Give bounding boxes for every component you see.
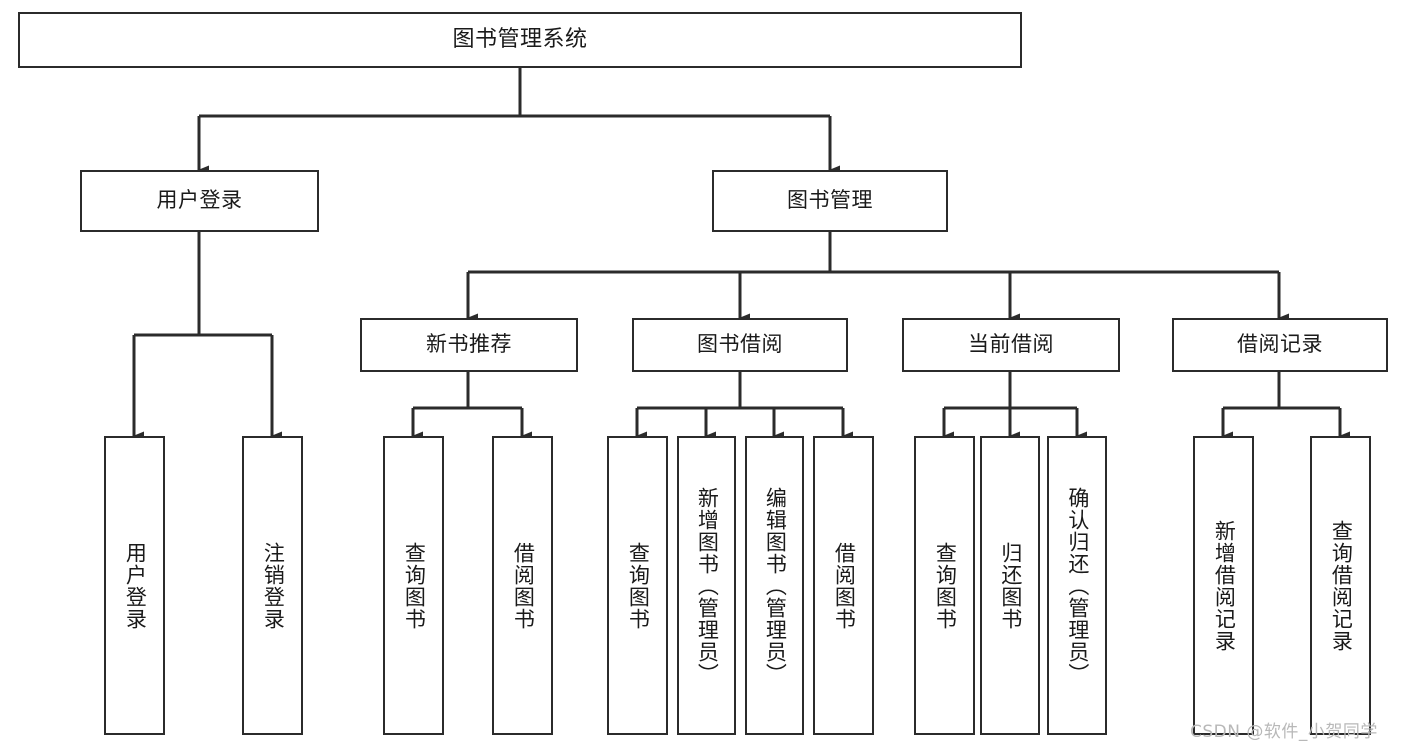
leaf-user-login-login[interactable]: 用户登录 bbox=[104, 436, 165, 735]
leaf-current-borrow-query-book[interactable]: 查询图书 bbox=[914, 436, 975, 735]
node-book-management-label: 图书管理 bbox=[787, 188, 873, 213]
node-book-borrow-label: 图书借阅 bbox=[697, 332, 783, 357]
node-user-login[interactable]: 用户登录 bbox=[80, 170, 319, 232]
node-new-book-recommend-label: 新书推荐 bbox=[426, 332, 512, 357]
leaf-new-book-query-book[interactable]: 查询图书 bbox=[383, 436, 444, 735]
leaf-label: 查询图书 bbox=[933, 541, 958, 630]
leaf-borrow-record-add-record[interactable]: 新增借阅记录 bbox=[1193, 436, 1254, 735]
node-borrow-record[interactable]: 借阅记录 bbox=[1172, 318, 1388, 372]
leaf-label: 查询图书 bbox=[626, 541, 651, 630]
csdn-watermark: CSDN @软件_小贺同学 bbox=[1190, 722, 1378, 742]
leaf-label: 借阅图书 bbox=[511, 541, 536, 630]
leaf-label: 用户登录 bbox=[123, 541, 148, 630]
leaf-label: 查询借阅记录 bbox=[1329, 519, 1354, 652]
leaf-user-login-logout[interactable]: 注销登录 bbox=[242, 436, 303, 735]
node-root-system-label: 图书管理系统 bbox=[452, 26, 588, 52]
node-new-book-recommend[interactable]: 新书推荐 bbox=[360, 318, 578, 372]
node-book-management[interactable]: 图书管理 bbox=[712, 170, 948, 232]
leaf-borrow-record-query-record[interactable]: 查询借阅记录 bbox=[1310, 436, 1371, 735]
leaf-book-borrow-add-book-admin[interactable]: 新增图书（管理员） bbox=[677, 436, 736, 735]
leaf-label: 确认归还（管理员） bbox=[1065, 486, 1090, 685]
node-current-borrow[interactable]: 当前借阅 bbox=[902, 318, 1120, 372]
leaf-label: 注销登录 bbox=[261, 541, 286, 630]
leaf-label: 借阅图书 bbox=[832, 541, 857, 630]
leaf-book-borrow-edit-book-admin[interactable]: 编辑图书（管理员） bbox=[745, 436, 804, 735]
leaf-label: 新增借阅记录 bbox=[1212, 519, 1237, 652]
leaf-label: 新增图书（管理员） bbox=[695, 486, 720, 685]
node-current-borrow-label: 当前借阅 bbox=[968, 332, 1054, 357]
leaf-label: 归还图书 bbox=[998, 541, 1023, 630]
node-root-system[interactable]: 图书管理系统 bbox=[18, 12, 1022, 68]
leaf-label: 查询图书 bbox=[402, 541, 427, 630]
node-borrow-record-label: 借阅记录 bbox=[1237, 332, 1323, 357]
leaf-book-borrow-query-book[interactable]: 查询图书 bbox=[607, 436, 668, 735]
node-book-borrow[interactable]: 图书借阅 bbox=[632, 318, 848, 372]
leaf-label: 编辑图书（管理员） bbox=[763, 486, 788, 685]
node-user-login-label: 用户登录 bbox=[156, 188, 243, 213]
leaf-book-borrow-borrow-book[interactable]: 借阅图书 bbox=[813, 436, 874, 735]
leaf-current-borrow-confirm-return-admin[interactable]: 确认归还（管理员） bbox=[1047, 436, 1107, 735]
leaf-current-borrow-return-book[interactable]: 归还图书 bbox=[980, 436, 1040, 735]
leaf-new-book-borrow-book[interactable]: 借阅图书 bbox=[492, 436, 553, 735]
